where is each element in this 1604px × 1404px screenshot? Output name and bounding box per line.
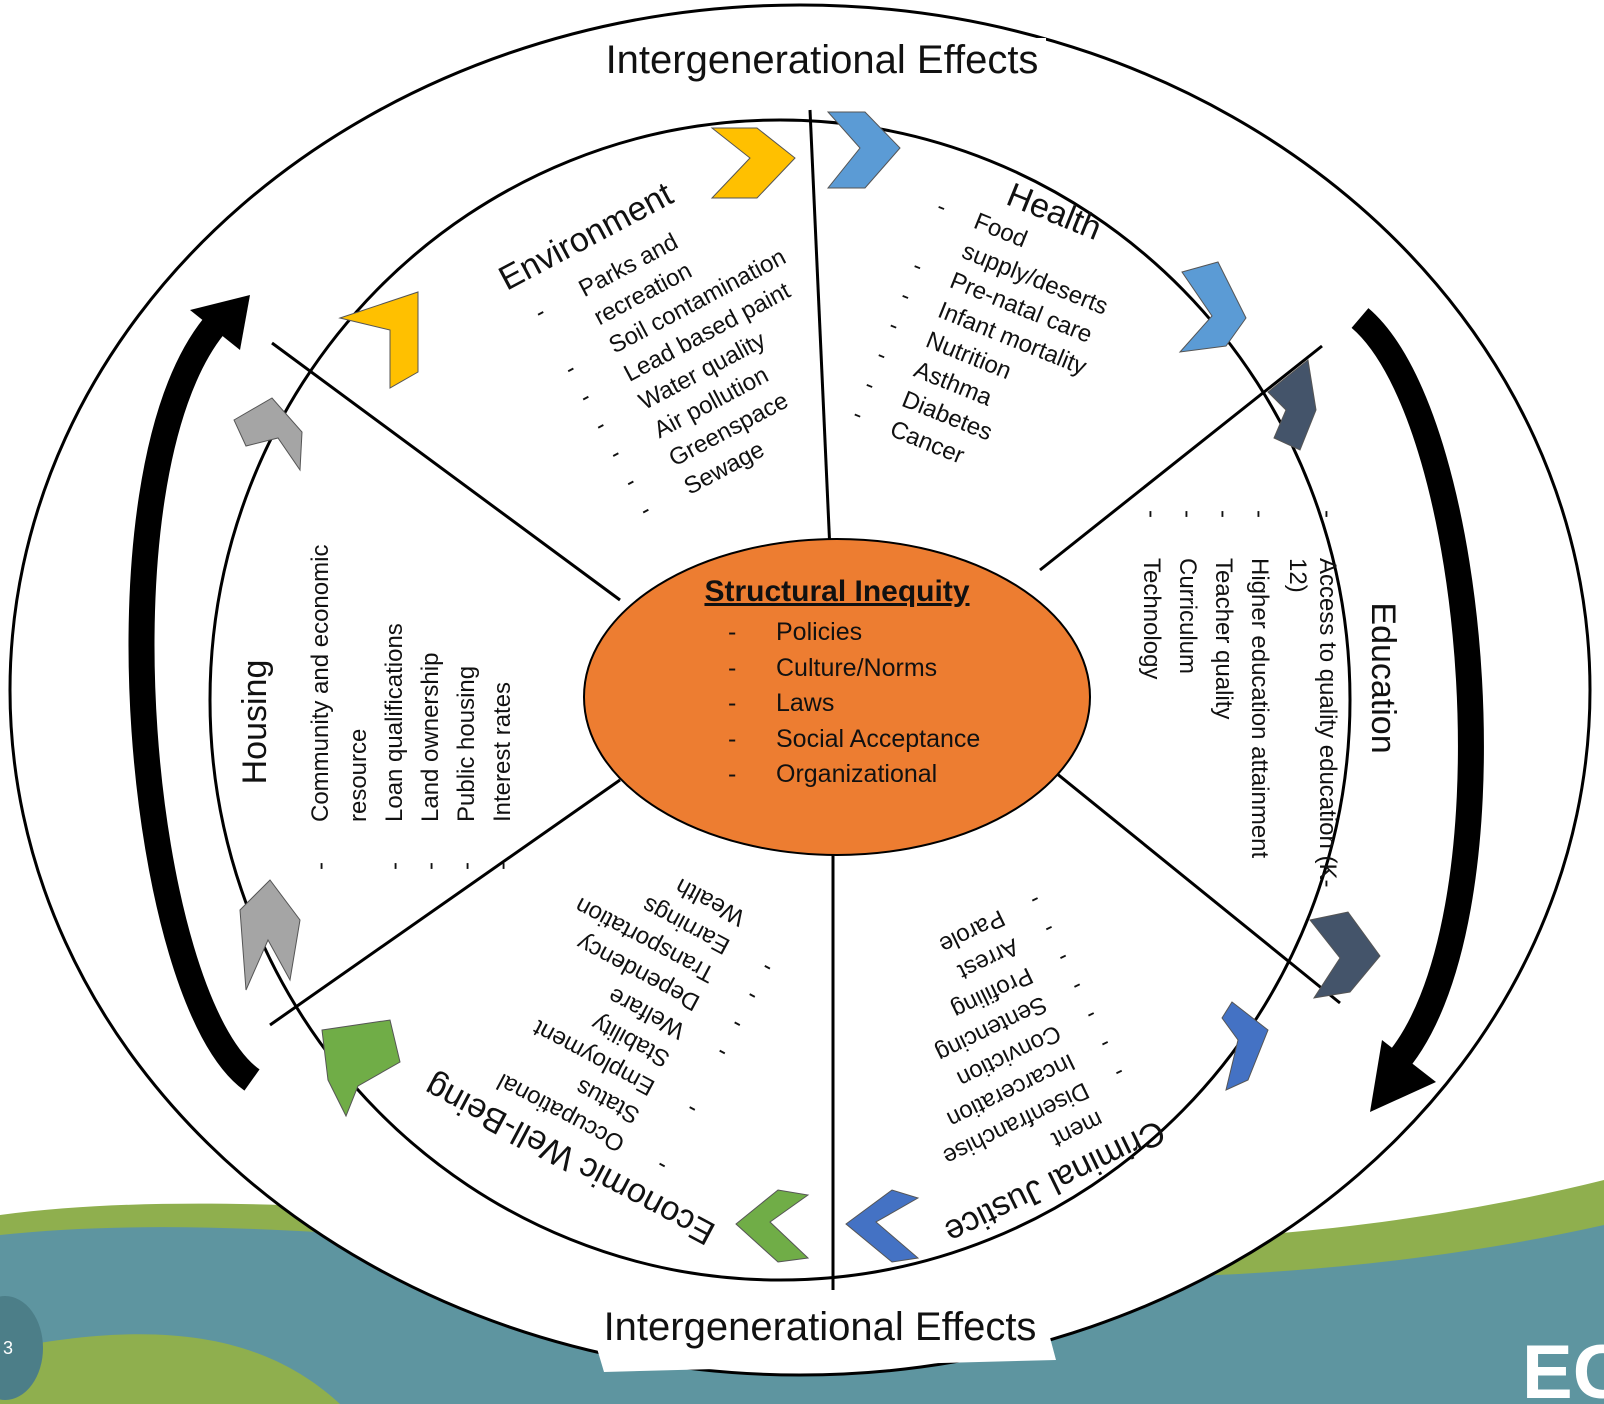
logo: EG [1522,1330,1604,1404]
education-item: Access to quality education (K- [1314,558,1341,888]
segment-housing: Housing Community and economic resource … [236,545,516,870]
center-title: Structural Inequity [704,575,969,608]
slide-number-badge: 3 [0,1296,43,1400]
housing-item: Community and economic [307,545,334,822]
education-dash: - [1174,510,1201,518]
center-item: Culture/Norms [776,654,937,682]
criminal-justice-chevron [845,1189,920,1263]
housing-dash: - [381,862,408,870]
environment-chevron [338,291,419,389]
education-dash: - [1246,510,1273,518]
housing-item: resource [345,729,372,822]
education-item: Technology [1138,558,1165,679]
center-dash: - [728,654,736,682]
center-dash: - [728,618,736,646]
center-dash: - [728,689,736,717]
housing-item: Interest rates [489,682,516,822]
right-arrowhead [1370,1040,1436,1112]
top-intergenerational-label: Intergenerational Effects [598,38,1046,100]
education-dash: - [1210,510,1237,518]
left-cycle-arrow [128,317,261,1091]
economic-chevron [735,1189,810,1263]
housing-title: Housing [236,660,274,785]
segment-criminal-justice: Criminal Justice ment Disenfranchise Inc… [931,886,1171,1251]
education-title: Education [1364,602,1402,753]
education-dash: - [1314,510,1341,518]
chevrons [233,111,1381,1263]
criminal-justice-chevron [1221,1001,1269,1091]
left-arrowhead [190,295,250,350]
logo-text: EG [1522,1330,1604,1404]
housing-chevron [239,879,301,991]
education-chevron [1267,359,1317,451]
center-dash: - [728,760,736,788]
education-dash: - [1138,510,1165,518]
education-item: Curriculum [1174,558,1201,674]
center-structural-inequity: Structural Inequity - - - - - Policies C… [583,538,1091,856]
right-cycle-arrow [1351,308,1484,1077]
environment-chevron [710,127,796,199]
education-items: Access to quality education (K- 12) High… [1138,510,1341,888]
housing-chevron [233,397,303,472]
economic-chevron [321,1019,401,1118]
housing-items: Community and economic resource Loan qua… [307,545,516,870]
center-dash: - [728,725,736,753]
bottom-intergenerational-label: Intergenerational Effects [585,1300,1056,1372]
education-item: Higher education attainment [1246,558,1273,859]
bottom-label-text: Intergenerational Effects [604,1305,1037,1349]
education-item: Teacher quality [1210,558,1237,719]
cycle-arrows [128,295,1484,1112]
center-item: Organizational [776,760,937,788]
top-label-text: Intergenerational Effects [606,38,1039,82]
housing-item: Public housing [453,666,480,822]
center-item: Social Acceptance [776,725,980,753]
spokes [269,109,1341,1290]
housing-dash: - [453,862,480,870]
education-item: 12) [1284,558,1311,593]
education-chevron [1309,911,1381,999]
center-ellipse [583,538,1091,856]
center-item: Policies [776,618,862,646]
segment-education: Education Access to quality education (K… [1138,510,1402,888]
health-chevron [1178,261,1247,353]
center-item: Laws [776,689,834,717]
housing-item: Loan qualifications [381,623,408,822]
housing-dash: - [489,862,516,870]
slide-number: 3 [3,1338,13,1358]
housing-item: Land ownership [417,653,444,822]
housing-dash: - [307,862,334,870]
health-chevron [826,111,901,189]
housing-dash: - [417,862,444,870]
